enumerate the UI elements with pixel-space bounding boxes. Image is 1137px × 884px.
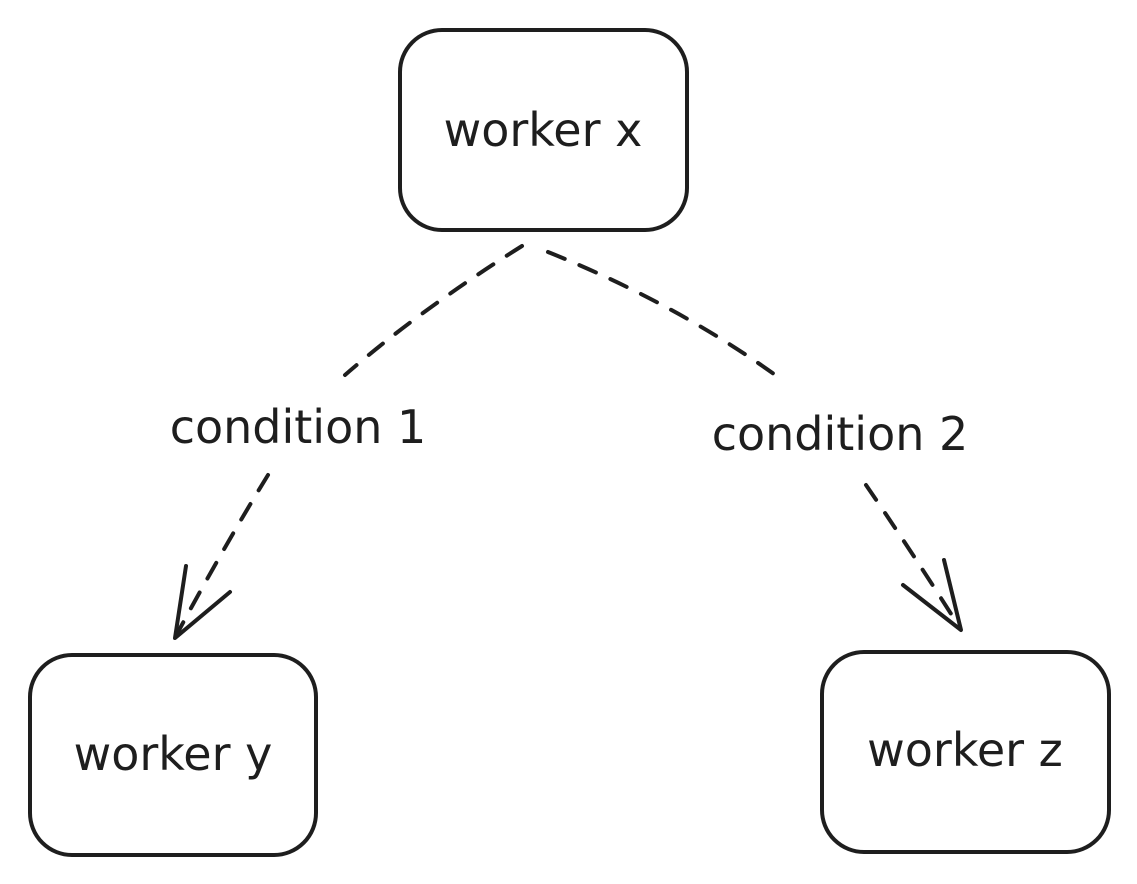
edge-line-condition-2-lower	[864, 483, 962, 630]
edge-x-to-y: condition 1	[170, 244, 524, 640]
edge-line-condition-1	[343, 244, 524, 377]
arrow-head-to-worker-z	[901, 558, 963, 632]
node-box-worker-x	[398, 28, 689, 232]
node-worker-y[interactable]: worker y	[28, 653, 318, 857]
node-box-worker-z	[820, 650, 1111, 854]
node-label-worker-x: worker x	[444, 103, 643, 157]
node-label-worker-y: worker y	[74, 727, 273, 781]
arrow-head-to-worker-y	[173, 564, 232, 640]
node-box-worker-y	[28, 653, 318, 857]
node-worker-z[interactable]: worker z	[820, 650, 1111, 854]
edge-label-condition-1: condition 1	[170, 400, 427, 454]
edge-x-to-z: condition 2	[546, 250, 969, 632]
edge-label-condition-2: condition 2	[712, 407, 969, 461]
edge-line-condition-1-lower	[176, 473, 270, 634]
node-worker-x[interactable]: worker x	[398, 28, 689, 232]
edge-line-condition-2	[546, 250, 787, 384]
node-label-worker-z: worker z	[867, 723, 1063, 777]
